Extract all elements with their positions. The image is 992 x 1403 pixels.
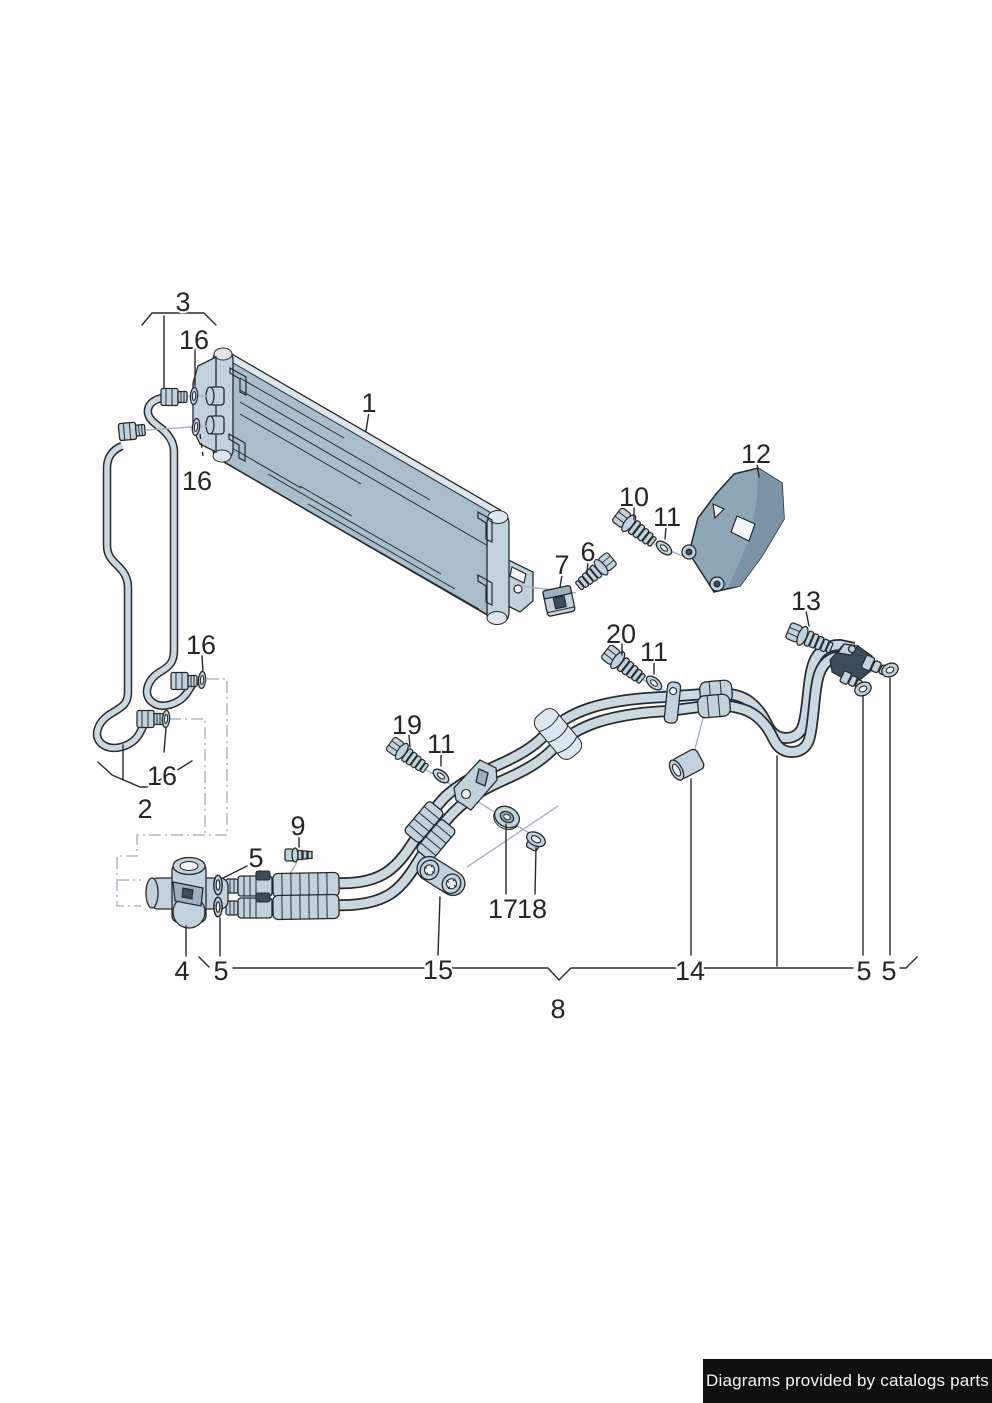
pipe-wrap (533, 708, 583, 760)
part-label-7-8: 7 (554, 550, 569, 580)
part-label-11-11: 11 (640, 637, 668, 667)
part-label-17-19: 17 (488, 894, 518, 924)
pipe-fitting (117, 420, 147, 442)
plug-18 (525, 831, 546, 852)
pipe-fitting (160, 387, 188, 407)
cooler-port-lower (205, 415, 225, 435)
part-label-1-2: 1 (361, 388, 376, 418)
grommet-17 (493, 805, 521, 830)
part-label-5-18: 5 (248, 843, 263, 873)
pipe-coupler (225, 870, 273, 897)
oil-cooler (192, 347, 534, 625)
return-pipes (92, 387, 199, 753)
seal-16 (197, 670, 207, 690)
part-label-16-1: 16 (179, 325, 209, 355)
pipe-assembly (225, 543, 902, 921)
bolt-13 (783, 620, 836, 658)
part-label-13-9: 13 (791, 586, 821, 616)
part-label-5-22: 5 (213, 956, 228, 986)
cooler-port-upper (205, 386, 225, 406)
part-label-8-27: 8 (550, 994, 565, 1024)
part-label-3-0: 3 (175, 287, 190, 317)
bushing-14 (668, 748, 705, 781)
seal-5 (213, 896, 223, 918)
part-label-16-15: 16 (147, 761, 177, 791)
bolt-9 (284, 847, 313, 863)
pipe-coupler (225, 892, 273, 919)
mounting-bracket-12 (681, 467, 785, 593)
double-clamp-15 (416, 855, 466, 897)
part-label-5-25: 5 (856, 956, 871, 986)
o-ring-5 (878, 659, 902, 681)
part-label-10-5: 10 (619, 482, 649, 512)
washer-11 (653, 537, 675, 559)
part-label-9-17: 9 (290, 811, 305, 841)
part-label-18-20: 18 (517, 894, 547, 924)
part-label-15-23: 15 (423, 955, 453, 985)
pipe-strap (663, 681, 682, 724)
footer-text: Diagrams provided by catalogs parts (706, 1371, 989, 1390)
seal-16 (161, 709, 171, 729)
pipe-fitting (136, 709, 164, 729)
clamp-nut-7 (542, 585, 576, 617)
cooler-right-tank (486, 511, 510, 625)
junction-fitting (145, 856, 229, 929)
callout-leaders (97, 312, 918, 981)
part-label-19-13: 19 (392, 710, 422, 740)
part-label-4-21: 4 (174, 956, 189, 986)
footer-bar: Diagrams provided by catalogs parts (703, 1359, 992, 1403)
part-label-14-24: 14 (675, 956, 705, 986)
part-label-12-4: 12 (741, 439, 771, 469)
bolt-19 (384, 734, 432, 778)
part-label-20-10: 20 (606, 619, 636, 649)
pipe-bracket-plate (453, 759, 498, 811)
part-label-2-16: 2 (137, 794, 152, 824)
part-label-11-6: 11 (653, 502, 681, 532)
pipe-fitting (170, 671, 198, 691)
seal-5 (213, 874, 223, 896)
part-label-11-14: 11 (427, 729, 455, 759)
part-label-16-12: 16 (186, 630, 216, 660)
part-label-6-7: 6 (580, 537, 595, 567)
part-label-16-3: 16 (182, 466, 212, 496)
part-label-5-26: 5 (881, 956, 896, 986)
